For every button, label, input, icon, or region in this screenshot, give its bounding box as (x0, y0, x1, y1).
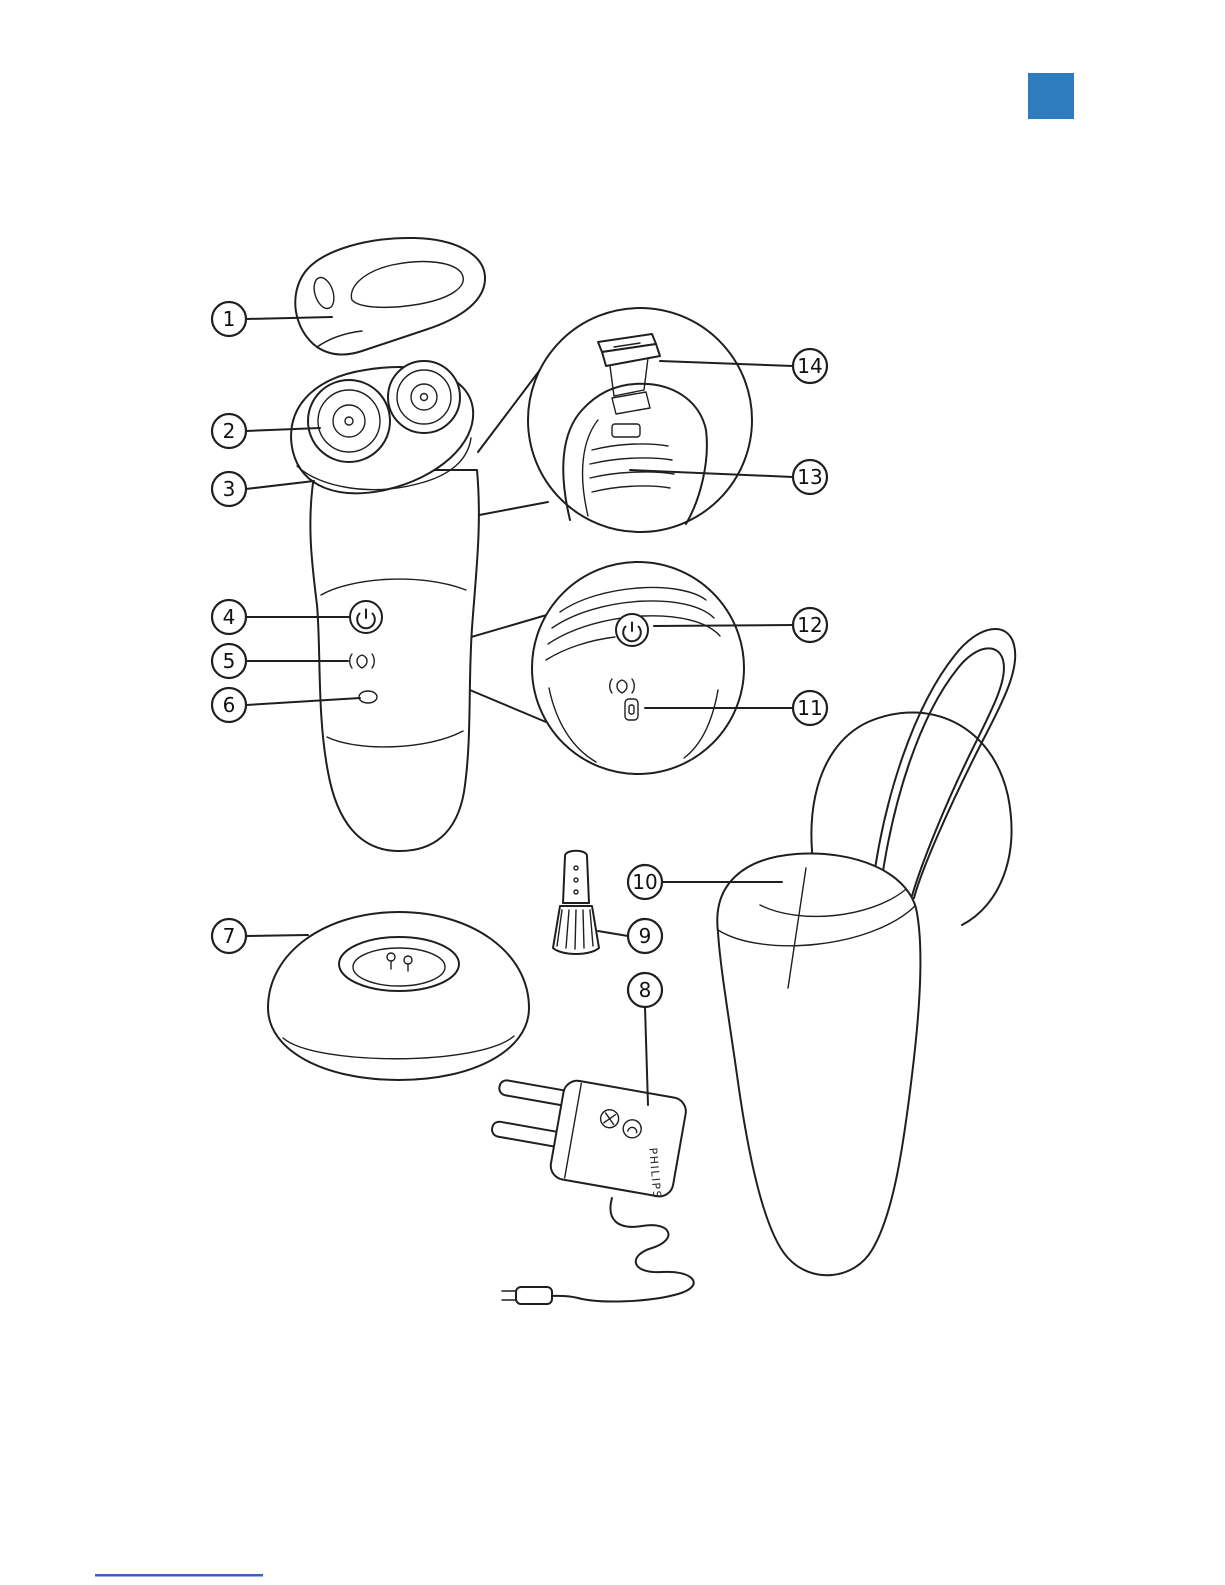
svg-text:9: 9 (639, 924, 652, 948)
svg-text:2: 2 (223, 419, 236, 443)
callout-9: 9 (597, 917, 664, 955)
callout-5: 5 (210, 642, 349, 680)
trimmer (597, 333, 661, 397)
detail-circle-trimmer (527, 307, 753, 533)
cleaning-brush (552, 849, 600, 955)
callout-4: 4 (210, 598, 350, 636)
svg-text:5: 5 (223, 649, 236, 673)
callout-14: 14 (659, 347, 829, 385)
callout-6: 6 (210, 686, 361, 724)
callout-2: 2 (210, 412, 321, 450)
svg-text:13: 13 (797, 465, 822, 489)
callout-11: 11 (644, 689, 829, 727)
charging-stand (267, 911, 530, 1081)
adapter-brand-label: PHILIPS (646, 1147, 663, 1200)
callout-7: 7 (210, 917, 309, 955)
callout-1: 1 (210, 300, 333, 338)
plug-pin (491, 1120, 563, 1148)
pouch-handle (871, 628, 1017, 899)
adapter-body (549, 1079, 687, 1198)
svg-text:4: 4 (223, 605, 236, 629)
cord-connector (501, 1286, 553, 1305)
svg-text:8: 8 (639, 978, 652, 1002)
footer-link-rule (95, 1574, 263, 1577)
trimmer-slot (589, 391, 675, 493)
svg-text:3: 3 (223, 477, 236, 501)
callout-8: 8 (626, 971, 664, 1106)
svg-text:6: 6 (223, 693, 236, 717)
shaving-head-right (387, 360, 461, 434)
svg-text:11: 11 (797, 696, 822, 720)
shaver-body (309, 469, 480, 853)
svg-text:14: 14 (797, 354, 822, 378)
power-adapter: PHILIPS (491, 1079, 695, 1305)
svg-text:12: 12 (797, 613, 822, 637)
callout-10: 10 (626, 863, 783, 901)
svg-text:10: 10 (632, 870, 657, 894)
class2-mark-icon (622, 1119, 642, 1139)
detail-circle-controls (531, 561, 745, 775)
pouch (716, 628, 1017, 1277)
shaving-unit (290, 360, 475, 495)
power-button (349, 600, 383, 634)
callout-3: 3 (210, 470, 315, 508)
callout-12: 12 (653, 606, 829, 644)
small-plug-socket (624, 698, 639, 721)
adapter-cord (549, 1197, 695, 1303)
page-corner-marker (1028, 73, 1074, 119)
safety-mark-icon (599, 1109, 620, 1129)
pouch-body (716, 852, 922, 1277)
protective-cap (294, 236, 487, 356)
power-button-detail (615, 613, 649, 647)
svg-text:1: 1 (223, 307, 236, 331)
callout-13: 13 (629, 458, 829, 496)
svg-text:7: 7 (223, 924, 236, 948)
shaving-head-left (307, 379, 391, 463)
plug-pin (498, 1079, 570, 1107)
body-socket-oval (358, 690, 378, 704)
